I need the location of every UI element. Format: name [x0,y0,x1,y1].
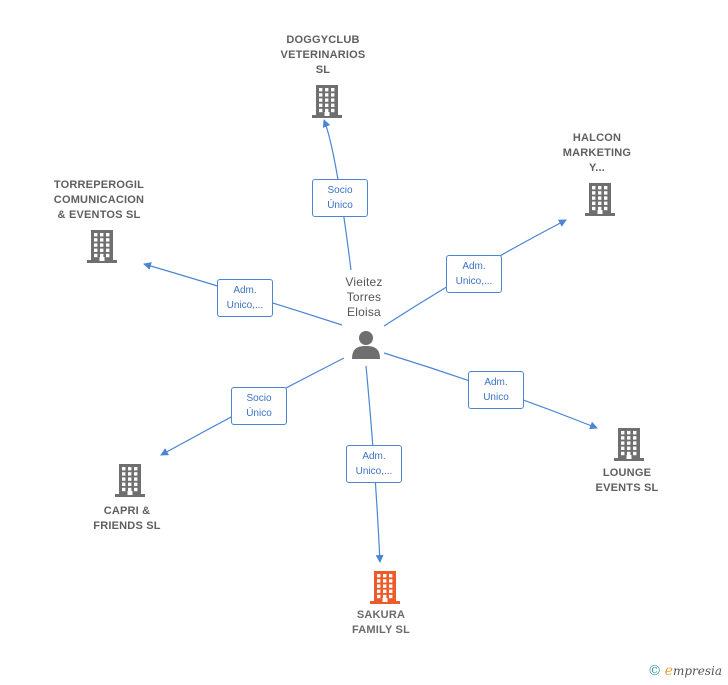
building-icon-lounge[interactable] [613,427,645,467]
relation-text: Unico,... [455,276,493,287]
relation-text: Adm. [233,285,257,296]
company-name-lounge[interactable]: LOUNGE EVENTS SL [595,467,659,494]
building-icon-doggyclub[interactable] [311,84,343,124]
relation-badge-halcon[interactable]: Adm. Unico,... [446,255,502,293]
relation-text: Único [246,408,272,419]
empresia-footer: ©empresia [648,663,722,679]
building-icon-capri[interactable] [114,463,146,503]
brand-initial: e [664,663,673,679]
relation-text: Único [327,200,353,211]
relation-text: Unico,... [226,300,264,311]
building-icon-sakura[interactable] [369,570,401,610]
relation-text: Socio [246,393,272,404]
relation-text: Adm. [484,377,508,388]
company-name-capri[interactable]: CAPRI & FRIENDS SL [93,505,161,532]
relation-text: Unico [483,392,509,403]
relation-text: Adm. [362,451,386,462]
relation-text: Unico,... [355,466,393,477]
brand-name: mpresia [672,664,722,678]
relation-text: Socio [327,185,353,196]
relation-badge-torreperogil[interactable]: Adm. Unico,... [217,279,273,317]
company-name-torreperogil[interactable]: TORREPEROGIL COMUNICACION & EVENTOS SL [53,179,145,221]
relation-badge-sakura[interactable]: Adm. Unico,... [346,445,402,483]
company-name-sakura[interactable]: SAKURA FAMILY SL [351,609,411,636]
copyright-icon: © [647,663,662,679]
building-icon-halcon[interactable] [584,182,616,222]
edge-doggyclub [322,119,352,271]
building-icon-torreperogil[interactable] [86,229,118,269]
person-icon[interactable] [351,329,381,359]
company-name-halcon[interactable]: HALCON MARKETING Y... [562,132,632,174]
center-person-name: Vieitez Torres Eloisa [345,275,383,319]
company-name-doggyclub[interactable]: DOGGYCLUB VETERINARIOS SL [280,34,366,76]
relation-badge-lounge[interactable]: Adm. Unico [468,371,524,409]
relation-text: Adm. [462,261,486,272]
